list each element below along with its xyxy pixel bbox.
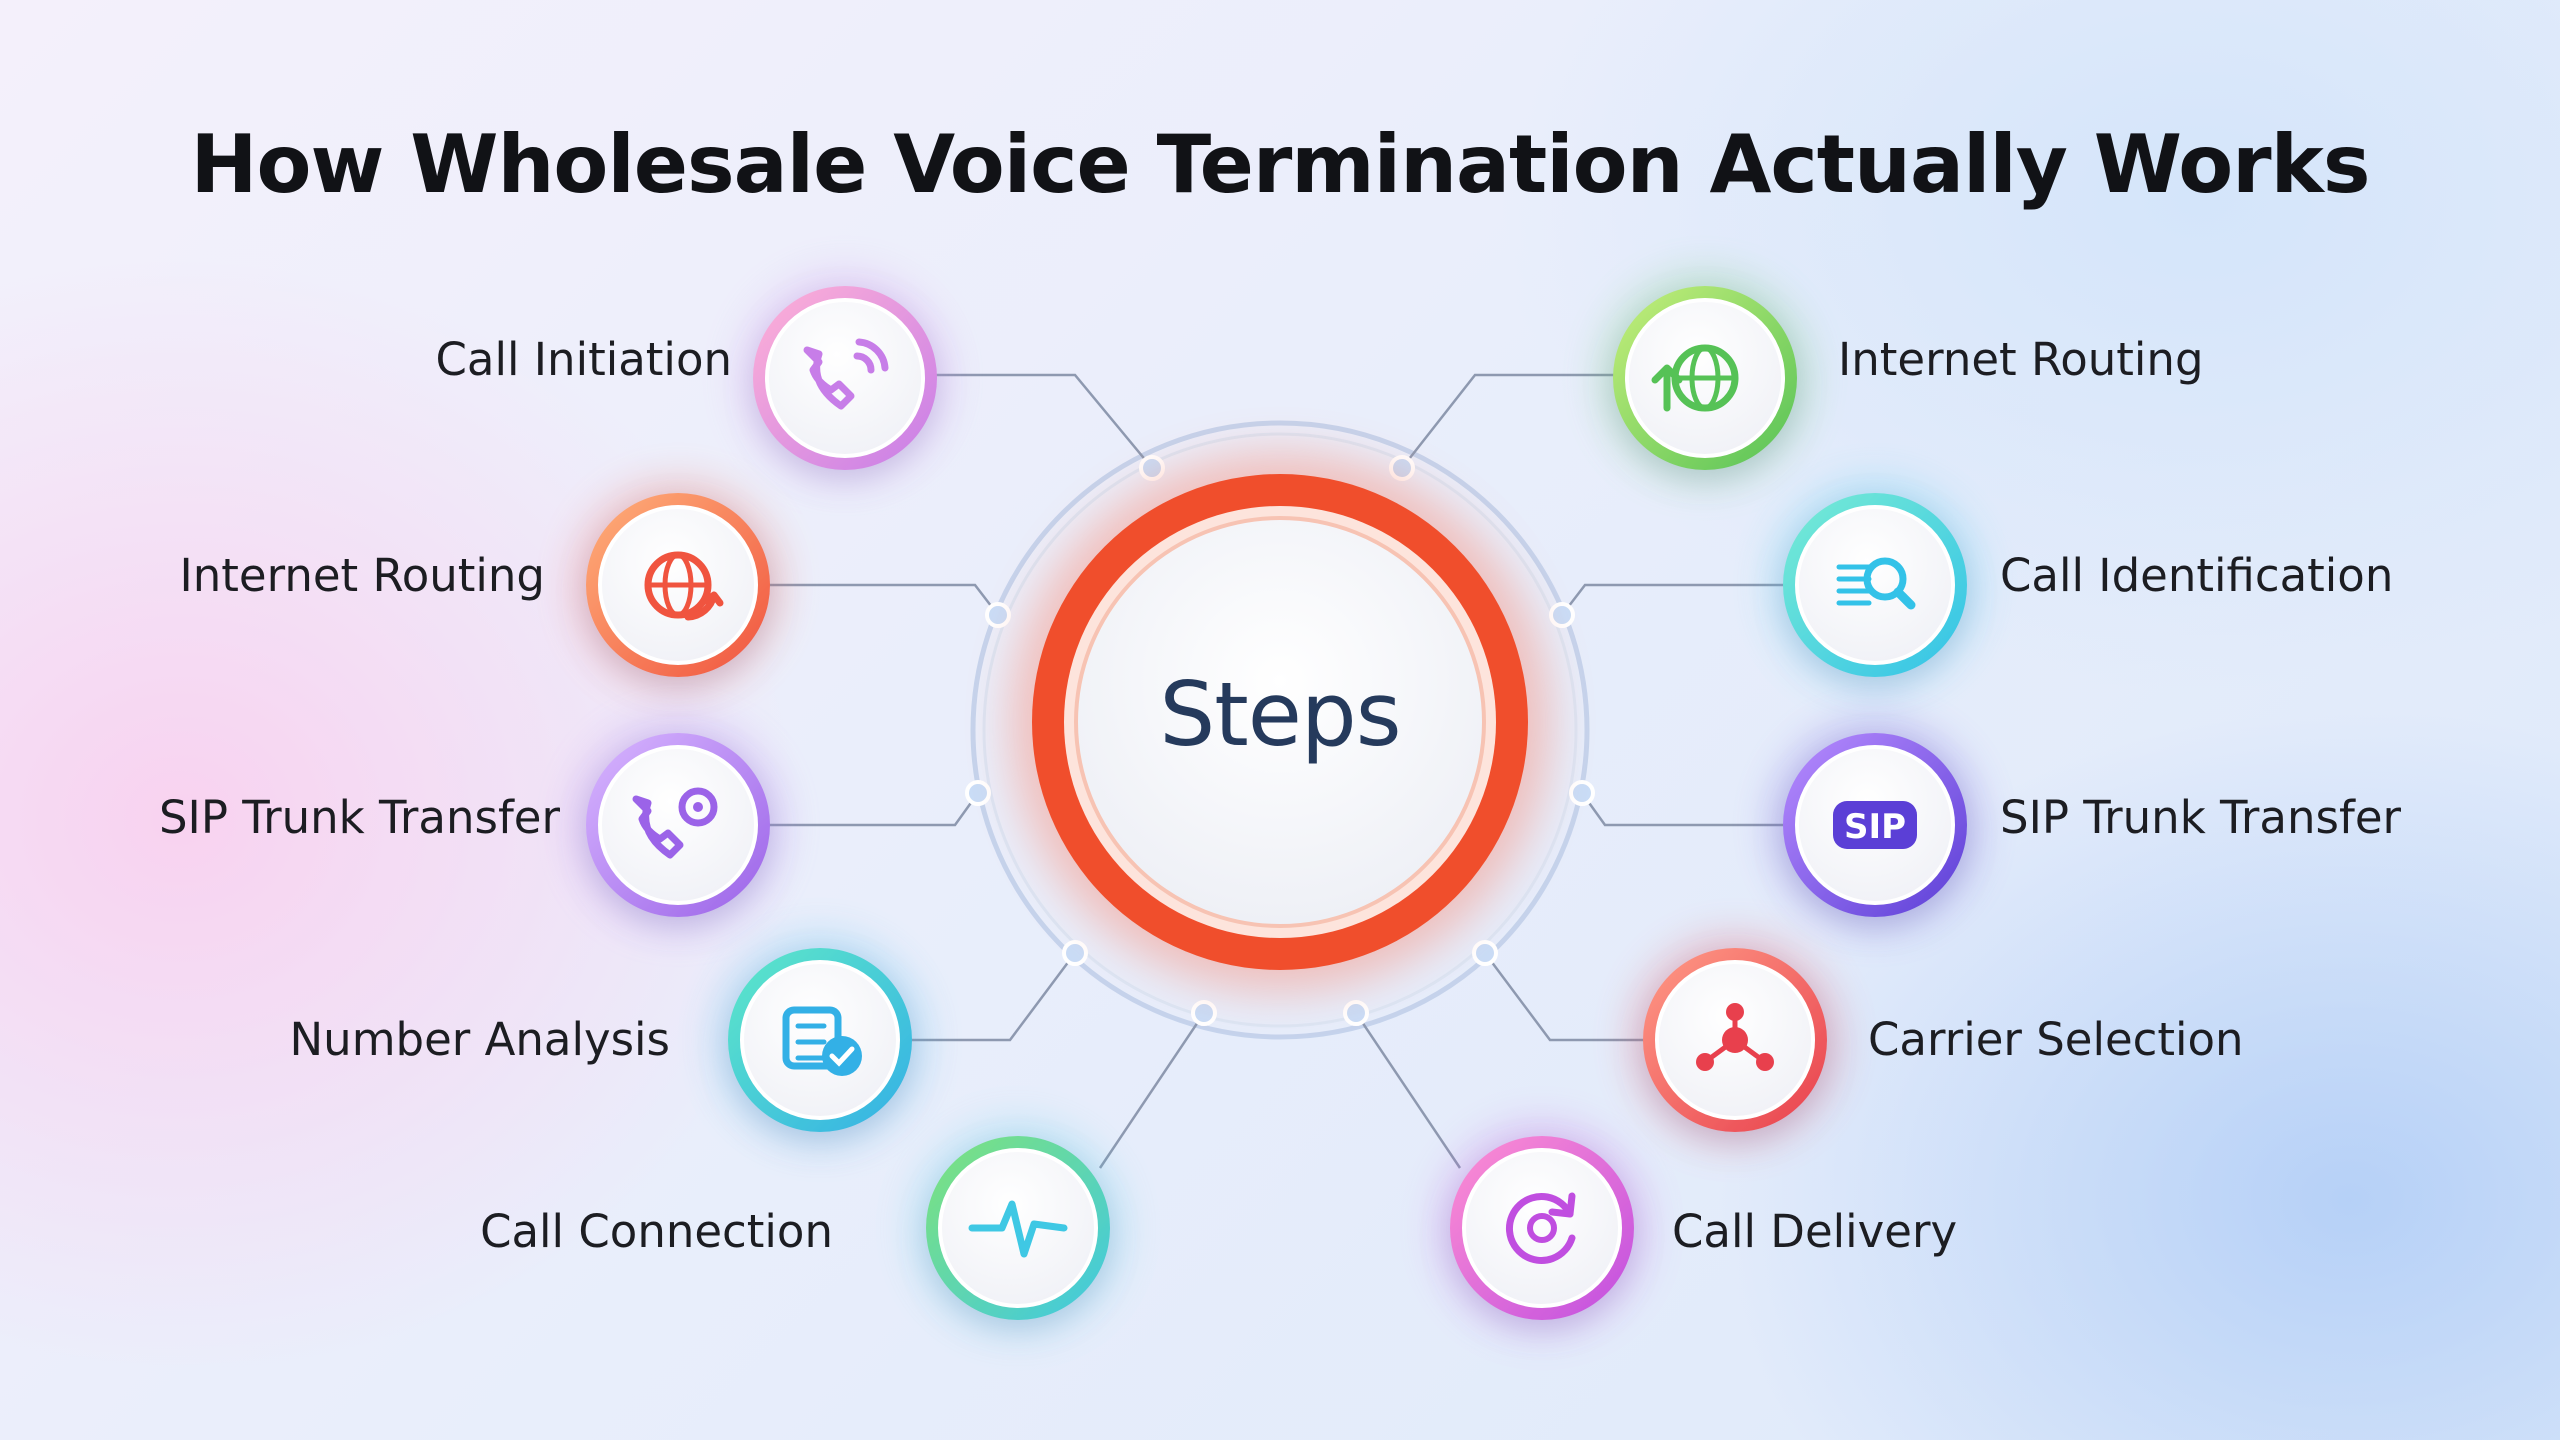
connector-dot bbox=[1569, 780, 1595, 806]
step-node bbox=[1442, 1128, 1642, 1328]
sip-icon: SIP bbox=[1833, 801, 1917, 849]
checklist-icon bbox=[782, 1006, 862, 1076]
step-label: Call Delivery bbox=[1672, 1205, 1958, 1258]
step-node bbox=[578, 485, 778, 685]
center-hub bbox=[1010, 452, 1550, 992]
step-label: Number Analysis bbox=[289, 1013, 670, 1066]
refresh-phone-icon bbox=[1506, 1192, 1576, 1264]
diagram-title: How Wholesale Voice Termination Actually… bbox=[190, 118, 2371, 211]
sip-badge-text: SIP bbox=[1844, 807, 1906, 847]
step-node bbox=[1635, 940, 1835, 1140]
step-node bbox=[1775, 485, 1975, 685]
connector-dot bbox=[1472, 940, 1498, 966]
step-label: Internet Routing bbox=[179, 549, 545, 602]
connector-dot bbox=[1549, 602, 1575, 628]
connector-dot bbox=[1139, 455, 1165, 481]
step-label: Carrier Selection bbox=[1868, 1013, 2244, 1066]
step-label: Call Initiation bbox=[435, 333, 732, 386]
connector-dot bbox=[985, 602, 1011, 628]
connector-line bbox=[765, 792, 980, 827]
search-list-icon bbox=[1836, 557, 1916, 610]
step-node: SIP bbox=[1775, 725, 1975, 925]
connector-dot bbox=[1389, 455, 1415, 481]
connector-line bbox=[765, 583, 999, 616]
connector-line bbox=[905, 952, 1077, 1042]
step-label: SIP Trunk Transfer bbox=[158, 791, 560, 844]
connector-dot bbox=[1191, 1000, 1217, 1026]
pulse-icon bbox=[968, 1200, 1068, 1258]
connector-line bbox=[1401, 373, 1620, 469]
connector-line bbox=[930, 373, 1153, 469]
step-node bbox=[918, 1128, 1118, 1328]
center-label: Steps bbox=[1159, 663, 1401, 766]
step-node bbox=[720, 940, 920, 1140]
phone-record-icon bbox=[632, 787, 718, 859]
step-label: Internet Routing bbox=[1838, 333, 2204, 386]
orbit-ring bbox=[970, 420, 1590, 1040]
step-node bbox=[578, 725, 778, 925]
connector-dot bbox=[965, 780, 991, 806]
connector-dot bbox=[1062, 940, 1088, 966]
step-label: Call Identification bbox=[2000, 549, 2394, 602]
step-label: Call Connection bbox=[480, 1205, 833, 1258]
step-label: SIP Trunk Transfer bbox=[2000, 791, 2402, 844]
step-node bbox=[745, 278, 945, 478]
network-icon bbox=[1696, 1003, 1774, 1071]
step-node bbox=[1605, 278, 1805, 478]
connector-line bbox=[1561, 583, 1790, 616]
connector-line bbox=[1098, 1012, 1206, 1169]
connector-line bbox=[1483, 952, 1650, 1042]
connector-line bbox=[1354, 1012, 1462, 1169]
orbit-ring-inner bbox=[982, 432, 1578, 1028]
phone-call-icon bbox=[803, 338, 889, 410]
globe-upload-icon bbox=[1651, 344, 1739, 412]
globe-refresh-icon bbox=[644, 551, 724, 621]
connector-line bbox=[1580, 792, 1790, 827]
connector-dot bbox=[1343, 1000, 1369, 1026]
